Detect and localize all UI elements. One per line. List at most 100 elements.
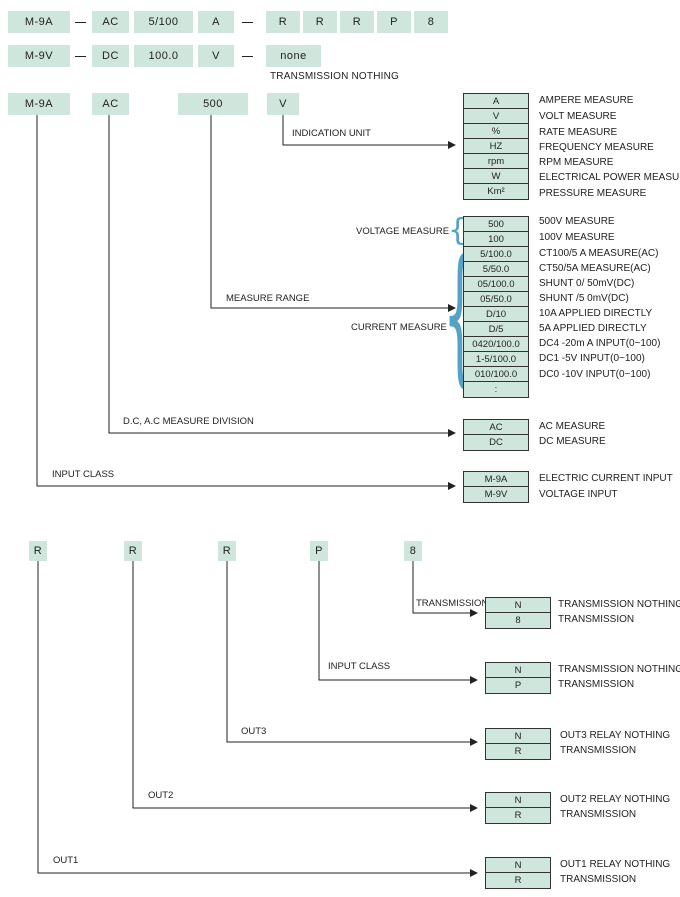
lower-code-input: P bbox=[310, 541, 328, 561]
division-code-dc: DC bbox=[464, 435, 528, 450]
indication-unit-table: A V % HZ rpm W Km² bbox=[463, 93, 529, 200]
header-note: TRANSMISSION NOTHING bbox=[270, 71, 400, 82]
range-code-row: D/10 bbox=[464, 307, 528, 322]
unit-desc-frequency: FREQUENCY MEASURE bbox=[539, 142, 654, 153]
out2-table: N R bbox=[485, 792, 551, 824]
range-code-ellipsis: : bbox=[464, 382, 528, 397]
range-code-row: 5/100.0 bbox=[464, 247, 528, 262]
transmission-desc-8: TRANSMISSION bbox=[558, 614, 635, 625]
range-code-row: 010/100.0 bbox=[464, 367, 528, 382]
header1-code-range: 5/100 bbox=[134, 11, 193, 33]
unit-desc-rpm: RPM MEASURE bbox=[539, 157, 614, 168]
out2-label: OUT2 bbox=[148, 790, 174, 801]
unit-code-volt: V bbox=[464, 109, 528, 124]
range-desc-row: SHUNT 0/ 50mV(DC) bbox=[539, 278, 635, 289]
lower-input-class-label: INPUT CLASS bbox=[328, 661, 391, 672]
out3-desc-r: TRANSMISSION bbox=[560, 745, 637, 756]
main-code-range: 500 bbox=[178, 93, 248, 115]
unit-desc-volt: VOLT MEASURE bbox=[539, 111, 617, 122]
transmission-code-8: 8 bbox=[486, 613, 550, 628]
out1-desc-n: OUT1 RELAY NOTHING bbox=[560, 859, 671, 870]
main-code-type: AC bbox=[92, 93, 129, 115]
range-code-row: 05/50.0 bbox=[464, 292, 528, 307]
transmission-table: N 8 bbox=[485, 597, 551, 629]
out3-table: N R bbox=[485, 728, 551, 760]
header1-code-trans: 8 bbox=[414, 11, 448, 33]
range-desc-500: 500V MEASURE bbox=[539, 216, 615, 227]
range-code-row: 05/100.0 bbox=[464, 277, 528, 292]
lower-code-out3: R bbox=[218, 541, 236, 561]
transmission-code-n: N bbox=[486, 598, 550, 613]
header2-code-unit: V bbox=[198, 45, 234, 67]
current-range-table: 5/100.0 5/50.0 05/100.0 05/50.0 D/10 D/5… bbox=[463, 246, 529, 398]
range-desc-row: DC4 -20m A INPUT(0~100) bbox=[539, 338, 661, 349]
out1-desc-r: TRANSMISSION bbox=[560, 874, 637, 885]
main-code-unit: V bbox=[267, 93, 299, 115]
range-desc-row: SHUNT /5 0mV(DC) bbox=[539, 293, 629, 304]
out1-label: OUT1 bbox=[53, 855, 79, 866]
range-desc-row: CT50/5A MEASURE(AC) bbox=[539, 263, 651, 274]
out3-code-n: N bbox=[486, 729, 550, 744]
lower-input-code-p: P bbox=[486, 678, 550, 693]
unit-code-frequency: HZ bbox=[464, 139, 528, 154]
out2-desc-r: TRANSMISSION bbox=[560, 809, 637, 820]
division-desc-dc: DC MEASURE bbox=[539, 436, 606, 447]
range-code-row: 5/50.0 bbox=[464, 262, 528, 277]
range-code-row: 0420/100.0 bbox=[464, 337, 528, 352]
header2-code-type: DC bbox=[92, 45, 129, 67]
input-class-table: M-9A M-9V bbox=[463, 471, 529, 503]
range-code-row: D/5 bbox=[464, 322, 528, 337]
main-code-model: M-9A bbox=[8, 93, 70, 115]
header2-code-none: none bbox=[266, 45, 321, 67]
header2-dash bbox=[75, 56, 86, 57]
range-desc-row: CT100/5 A MEASURE(AC) bbox=[539, 248, 659, 259]
lower-input-class-table: N P bbox=[485, 662, 551, 694]
voltage-measure-label: VOLTAGE MEASURE bbox=[356, 226, 450, 237]
unit-code-rpm: rpm bbox=[464, 154, 528, 169]
header1-code-type: AC bbox=[92, 11, 129, 33]
division-desc-ac: AC MEASURE bbox=[539, 421, 606, 432]
lower-code-out2: R bbox=[124, 541, 142, 561]
indication-unit-label: INDICATION UNIT bbox=[292, 128, 371, 139]
current-measure-label: CURRENT MEASURE bbox=[351, 322, 447, 333]
out3-desc-n: OUT3 RELAY NOTHING bbox=[560, 730, 671, 741]
header1-code-out2: R bbox=[303, 11, 337, 33]
unit-code-power: W bbox=[464, 169, 528, 184]
header2-code-range: 100.0 bbox=[134, 45, 193, 67]
header1-code-unit: A bbox=[198, 11, 234, 33]
out3-code-r: R bbox=[486, 744, 550, 759]
range-desc-row: DC1 -5V INPUT(0~100) bbox=[539, 353, 645, 364]
lower-input-code-n: N bbox=[486, 663, 550, 678]
header2-dash bbox=[242, 56, 253, 57]
out1-code-n: N bbox=[486, 858, 550, 873]
header1-code-model: M-9A bbox=[8, 11, 70, 33]
unit-desc-power: ELECTRICAL POWER MEASURE bbox=[539, 172, 680, 183]
voltage-range-table: 500 100 bbox=[463, 216, 529, 248]
division-table: AC DC bbox=[463, 419, 529, 451]
range-code-row: 1-5/100.0 bbox=[464, 352, 528, 367]
unit-code-ampere: A bbox=[464, 94, 528, 109]
out1-code-r: R bbox=[486, 873, 550, 888]
out3-label: OUT3 bbox=[241, 726, 267, 737]
out2-code-n: N bbox=[486, 793, 550, 808]
header2-code-model: M-9V bbox=[8, 45, 70, 67]
lower-code-trans: 8 bbox=[404, 541, 422, 561]
header1-code-out1: R bbox=[266, 11, 300, 33]
division-code-ac: AC bbox=[464, 420, 528, 435]
transmission-desc-n: TRANSMISSION NOTHING bbox=[558, 599, 680, 610]
unit-code-pressure: Km² bbox=[464, 184, 528, 199]
unit-code-rate: % bbox=[464, 124, 528, 139]
out2-code-r: R bbox=[486, 808, 550, 823]
input-class-code-current: M-9A bbox=[464, 472, 528, 487]
measure-range-label: MEASURE RANGE bbox=[226, 293, 310, 304]
input-class-label: INPUT CLASS bbox=[52, 469, 115, 480]
range-code-500: 500 bbox=[464, 217, 528, 232]
input-class-desc-voltage: VOLTAGE INPUT bbox=[539, 489, 618, 500]
out2-desc-n: OUT2 RELAY NOTHING bbox=[560, 794, 671, 805]
range-desc-100: 100V MEASURE bbox=[539, 232, 615, 243]
input-class-code-voltage: M-9V bbox=[464, 487, 528, 502]
header1-dash bbox=[242, 22, 253, 23]
input-class-desc-current: ELECTRIC CURRENT INPUT bbox=[539, 473, 673, 484]
range-desc-row: 10A APPLIED DIRECTLY bbox=[539, 308, 653, 319]
transmission-label: TRANSMISSION bbox=[416, 598, 489, 609]
